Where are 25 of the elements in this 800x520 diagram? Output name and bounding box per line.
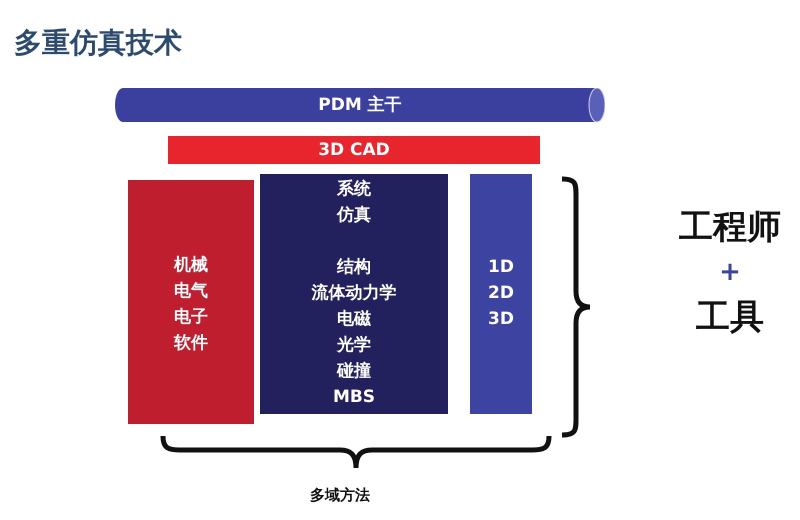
banner-bar — [168, 136, 540, 164]
panel-text: 电磁 — [337, 308, 371, 331]
panel-text: 1D — [488, 256, 514, 279]
role-label: 工程师 — [679, 206, 781, 249]
panel-text: 结构 — [337, 256, 371, 279]
panel-text: 电气 — [174, 280, 208, 303]
role-label: 工具 — [696, 296, 764, 339]
category-panel — [470, 174, 532, 414]
category-panel — [260, 174, 448, 414]
title: 多重仿真技术 — [14, 25, 182, 61]
panel-text: 碰撞 — [337, 360, 371, 383]
panel-text: 3D — [488, 308, 514, 331]
panel-text: 机械 — [174, 254, 208, 277]
panel-text: 流体动力学 — [312, 282, 396, 305]
panel-text: 2D — [488, 282, 514, 305]
panel-text: PDM 主干 — [318, 94, 402, 117]
panel-text: 电子 — [174, 306, 208, 329]
panel-text: MBS — [332, 386, 376, 409]
brace-label: 多域方法 — [310, 485, 370, 506]
panel-text: 系统仿真 — [336, 178, 372, 227]
panel-text: 3D CAD — [318, 139, 390, 162]
panel-text: 软件 — [174, 332, 208, 355]
category-panel — [128, 180, 254, 424]
panel-text: 光学 — [337, 334, 371, 357]
plus-sign: + — [719, 256, 741, 289]
